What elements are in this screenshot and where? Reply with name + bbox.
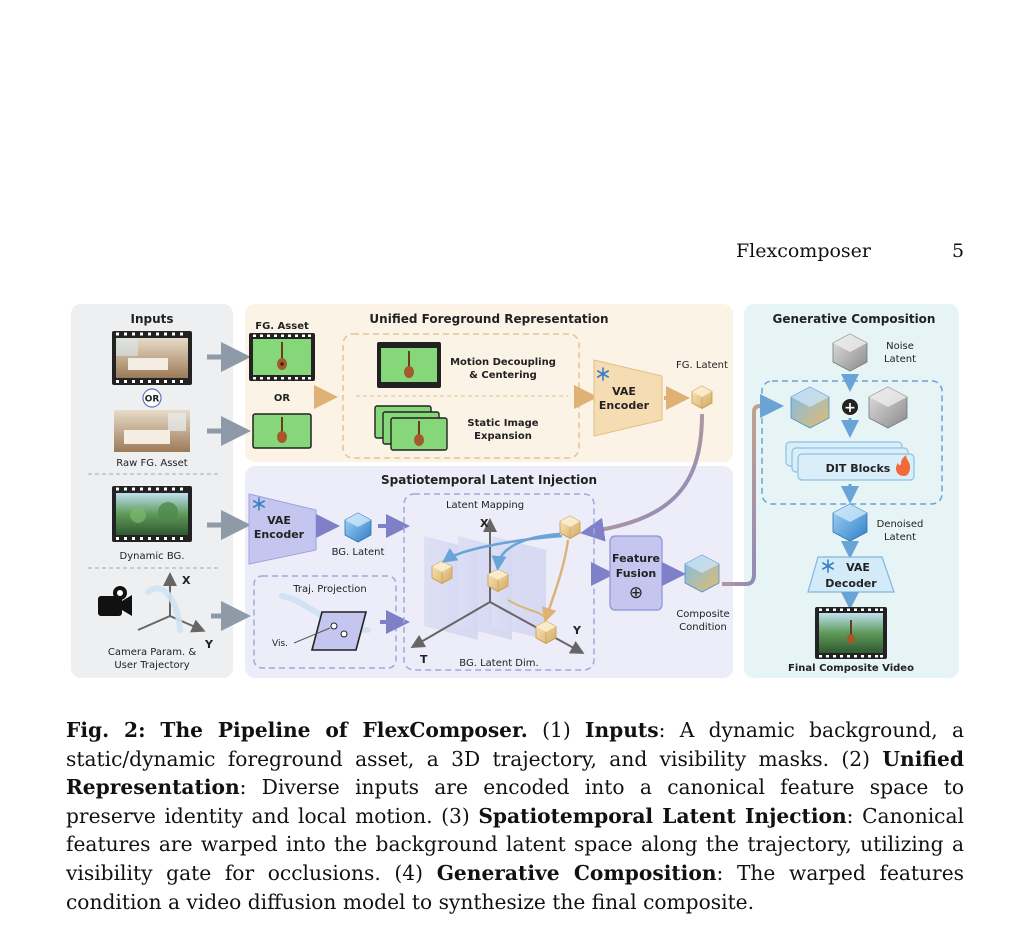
inputs-title: Inputs <box>130 312 173 326</box>
noisy-cube <box>868 386 908 429</box>
motion-label-2: & Centering <box>469 370 537 381</box>
unified-title: Unified Foreground Representation <box>369 312 608 326</box>
input-axis-x: X <box>182 574 191 587</box>
caption-part1-title: Inputs <box>585 718 659 742</box>
input-axes <box>137 572 206 633</box>
latent-axis-y: Y <box>572 624 582 637</box>
traj-projection-label: Traj. Projection <box>292 584 366 595</box>
dynamic-bg-thumbnail <box>112 486 192 542</box>
mapping-flow-4 <box>507 599 547 619</box>
fg-vae-label-1: VAE <box>612 385 636 398</box>
film-frame-icon <box>116 487 183 540</box>
decoder-label-1: VAE <box>846 561 870 574</box>
mapping-flow-1 <box>491 532 561 571</box>
denoised-latent-cube <box>832 503 868 542</box>
bg-vae-label-1: VAE <box>267 514 291 527</box>
caption-part1-text: : A dynamic background, a static/dynamic… <box>66 718 965 771</box>
caption-part4-title: Generative Composition <box>436 860 717 885</box>
guitar-icon <box>277 342 287 370</box>
condition-cube <box>790 386 830 429</box>
decoder-label-2: Decoder <box>825 577 877 590</box>
static-label-1: Static Image <box>467 418 538 429</box>
composite-label-1: Composite <box>676 609 729 620</box>
fusion-label-1: Feature <box>612 552 660 565</box>
noise-label-2: Latent <box>884 354 916 365</box>
latent-axis-t: T <box>420 653 428 666</box>
fg-asset-label: FG. Asset <box>255 321 309 332</box>
fusion-label-2: Fusion <box>616 567 657 580</box>
fg-or-label: OR <box>274 393 291 404</box>
fire-icon <box>896 455 911 476</box>
fg-vae-encoder <box>593 359 663 437</box>
raw-fg-label: Raw FG. Asset <box>116 458 187 469</box>
arrow-composite-to-generative <box>722 404 772 586</box>
traj-projection-box <box>253 575 397 669</box>
mapping-flow-3 <box>542 539 570 623</box>
latent-axes <box>410 518 585 654</box>
camera-label-1: Camera Param. & <box>108 647 196 658</box>
svg-text:+: + <box>844 400 856 416</box>
input-axis-y: Y <box>204 638 214 651</box>
spatio-title: Spatiotemporal Latent Injection <box>381 473 597 487</box>
caption-fig-label: Fig. 2: The Pipeline of FlexComposer. <box>66 718 528 742</box>
fg-image <box>252 413 312 449</box>
caption-part2-title: Unified Representation <box>66 746 964 800</box>
figure-caption: Fig. 2: The Pipeline of FlexComposer. (1… <box>66 716 964 916</box>
plus-icon: + <box>842 399 858 416</box>
snowflake-icon <box>596 367 610 381</box>
composite-label-2: Condition <box>679 622 727 633</box>
caption-part3-title: Spatiotemporal Latent Injection <box>478 803 847 828</box>
mapping-flow-2 <box>441 534 563 563</box>
vis-pointer <box>293 627 331 644</box>
snowflake-icon <box>253 497 265 511</box>
generative-title: Generative Composition <box>773 312 936 326</box>
latent-axis-x: X <box>480 517 489 530</box>
bg-vae-encoder <box>248 493 317 565</box>
latent-mapping-label: Latent Mapping <box>446 500 524 511</box>
noise-label-1: Noise <box>886 341 914 352</box>
or-badge: OR <box>142 388 162 408</box>
arrow-fg-latent-to-mapping <box>580 413 704 542</box>
noise-latent-cube <box>832 333 868 372</box>
film-frame-icon <box>116 332 183 383</box>
svg-text:OR: OR <box>145 395 160 405</box>
vis-label: Vis. <box>272 639 288 649</box>
snowflake-icon <box>821 559 835 573</box>
denoised-label-2: Latent <box>884 532 916 543</box>
composite-cube <box>684 554 720 593</box>
final-video-label: Final Composite Video <box>788 663 914 674</box>
running-title: Flexcomposer <box>736 240 871 262</box>
dit-label: DIT Blocks <box>826 462 891 475</box>
denoised-label-1: Denoised <box>877 519 924 530</box>
motion-film <box>377 342 441 388</box>
raw-image-thumbnail <box>114 410 190 452</box>
dynamic-bg-label: Dynamic BG. <box>120 551 185 562</box>
fusion-symbol: ⊕ <box>629 583 643 603</box>
camera-label-2: User Trajectory <box>114 660 189 671</box>
bg-vae-label-2: Encoder <box>254 528 305 541</box>
fg-latent-label: FG. Latent <box>676 360 728 371</box>
caption-part3-text: : Canonical features are warped into the… <box>66 803 964 885</box>
static-label-2: Expansion <box>474 431 532 442</box>
film-frame-icon <box>253 334 311 380</box>
traj-frame <box>310 611 368 651</box>
fg-vae-label-2: Encoder <box>599 399 650 412</box>
caption-part2-text: : Diverse inputs are encoded into a cano… <box>66 775 964 828</box>
caption-part1-num: (1) <box>527 718 586 742</box>
page-number: 5 <box>952 240 965 262</box>
film-frame-icon <box>819 608 883 658</box>
bg-latent-label: BG. Latent <box>332 547 385 558</box>
motion-label-1: Motion Decoupling <box>450 357 556 368</box>
pipeline-figure: Inputs OR Raw FG. Asset Dynamic BG. <box>68 300 962 680</box>
static-stack <box>374 405 448 451</box>
dit-layer-front <box>797 453 915 481</box>
diffusion-box <box>761 380 943 505</box>
caption-part4-text: : The warped features condition a video … <box>66 860 964 914</box>
bg-latent-cube <box>344 512 372 543</box>
camera-icon <box>98 586 132 616</box>
running-header: Flexcomposer 5 <box>0 240 1030 266</box>
raw-video-thumbnail <box>112 331 192 385</box>
bg-latent-dim-label: BG. Latent Dim. <box>459 658 538 669</box>
final-video-film <box>815 607 887 659</box>
